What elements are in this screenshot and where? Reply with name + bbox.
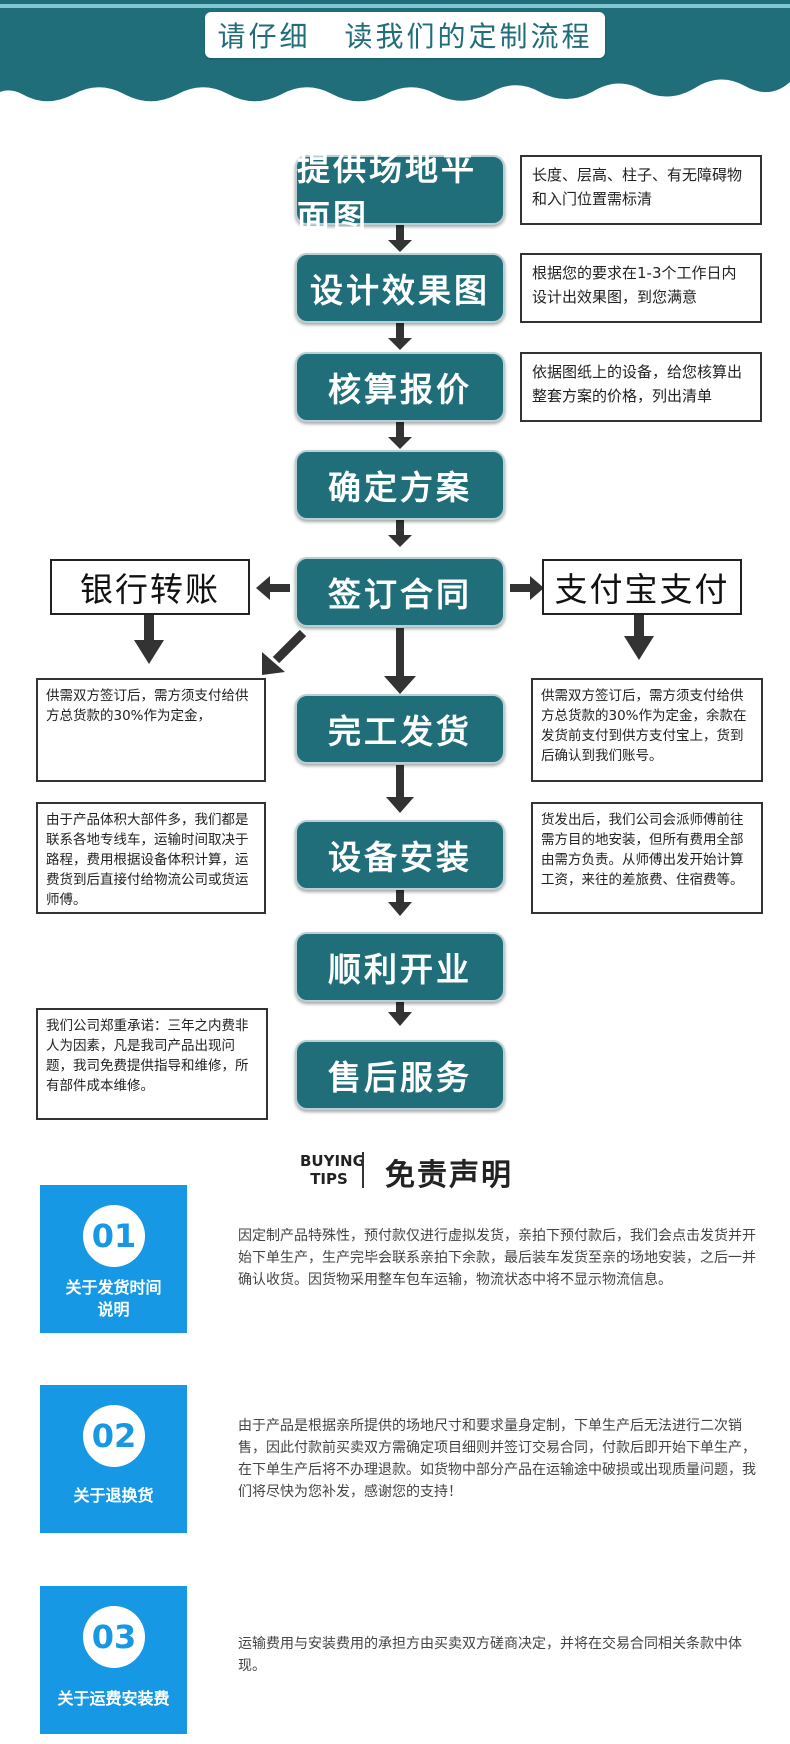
step-open: 顺利开业 <box>295 932 505 1002</box>
step-design: 设计效果图 <box>295 253 505 323</box>
step-after-sales: 售后服务 <box>295 1040 505 1110</box>
tips-divider <box>362 1152 364 1188</box>
tips-heading: BUYING TIPS 免责声明 <box>300 1150 600 1193</box>
banner-title: 请仔细 读我们的定制流程 <box>205 12 605 58</box>
note-bank-deposit: 供需双方签订后，需方须支付给供方总货款的30%作为定金， <box>36 678 266 782</box>
tip-01-title-line1: 关于发货时间 <box>65 1278 162 1297</box>
tip-01-title: 关于发货时间 说明 <box>40 1277 187 1321</box>
step-ship: 完工发货 <box>295 694 505 764</box>
step-confirm-plan: 确定方案 <box>295 450 505 520</box>
payment-alipay: 支付宝支付 <box>542 559 742 615</box>
banner-title-part2: 读我们的定制流程 <box>344 20 593 53</box>
tip-02-text: 由于产品是根据亲所提供的场地尺寸和要求量身定制，下单生产后无法进行二次销售，因此… <box>238 1418 756 1500</box>
step-quote: 核算报价 <box>295 352 505 422</box>
step-install: 设备安装 <box>295 820 505 890</box>
note-site-plan: 长度、层高、柱子、有无障碍物和入门位置需标清 <box>520 155 762 225</box>
note-design: 根据您的要求在1-3个工作日内设计出效果图，到您满意 <box>520 253 762 323</box>
tip-01-number: 01 <box>83 1205 145 1267</box>
note-shipping: 由于产品体积大部件多，我们都是联系各地专线车，运输时间取决于路程，费用根据设备体… <box>36 802 266 914</box>
banner-title-part1: 请仔细 <box>217 20 311 53</box>
tip-03-text: 运输费用与安装费用的承担方由买卖双方磋商决定，并将在交易合同相关条款中体现。 <box>238 1636 742 1674</box>
tip-01-badge: 01 关于发货时间 说明 <box>40 1185 187 1333</box>
payment-bank-transfer: 银行转账 <box>50 559 250 615</box>
tip-02-badge: 02 关于退换货 <box>40 1385 187 1533</box>
tips-heading-cn: 免责声明 <box>385 1158 513 1193</box>
note-installation: 货发出后，我们公司会派师傅前往需方目的地安装，但所有费用全部由需方负责。从师傅出… <box>531 802 763 914</box>
tip-02-number: 02 <box>83 1405 145 1467</box>
tip-01-text: 因定制产品特殊性，预付款仅进行虚拟发货，亲拍下预付款后，我们会点击发货并开始下单… <box>238 1228 756 1288</box>
tips-heading-en-line1: BUYING <box>300 1152 365 1170</box>
note-quote: 依据图纸上的设备，给您核算出整套方案的价格，列出清单 <box>520 352 762 422</box>
tip-03-badge: 03 关于运费安装费 <box>40 1586 187 1734</box>
tip-01-title-line2: 说明 <box>97 1300 130 1319</box>
step-site-plan: 提供场地平面图 <box>295 149 505 236</box>
flow-arrows <box>134 225 654 1026</box>
tip-02-title: 关于退换货 <box>73 1486 154 1505</box>
header-banner: 请仔细 读我们的定制流程 <box>0 0 790 120</box>
step-sign-contract: 签订合同 <box>295 557 505 627</box>
note-after-sales: 我们公司郑重承诺：三年之内费非人为因素，凡是我司产品出现问题，我司免费提供指导和… <box>36 1008 268 1120</box>
note-alipay-deposit: 供需双方签订后，需方须支付给供方总货款的30%作为定金，余款在发货前支付到供方支… <box>531 678 763 782</box>
tip-03-number: 03 <box>83 1606 145 1668</box>
tips-heading-en-line2: TIPS <box>310 1170 348 1188</box>
tips-heading-en: BUYING TIPS <box>300 1152 365 1188</box>
tip-03-title: 关于运费安装费 <box>57 1689 170 1708</box>
